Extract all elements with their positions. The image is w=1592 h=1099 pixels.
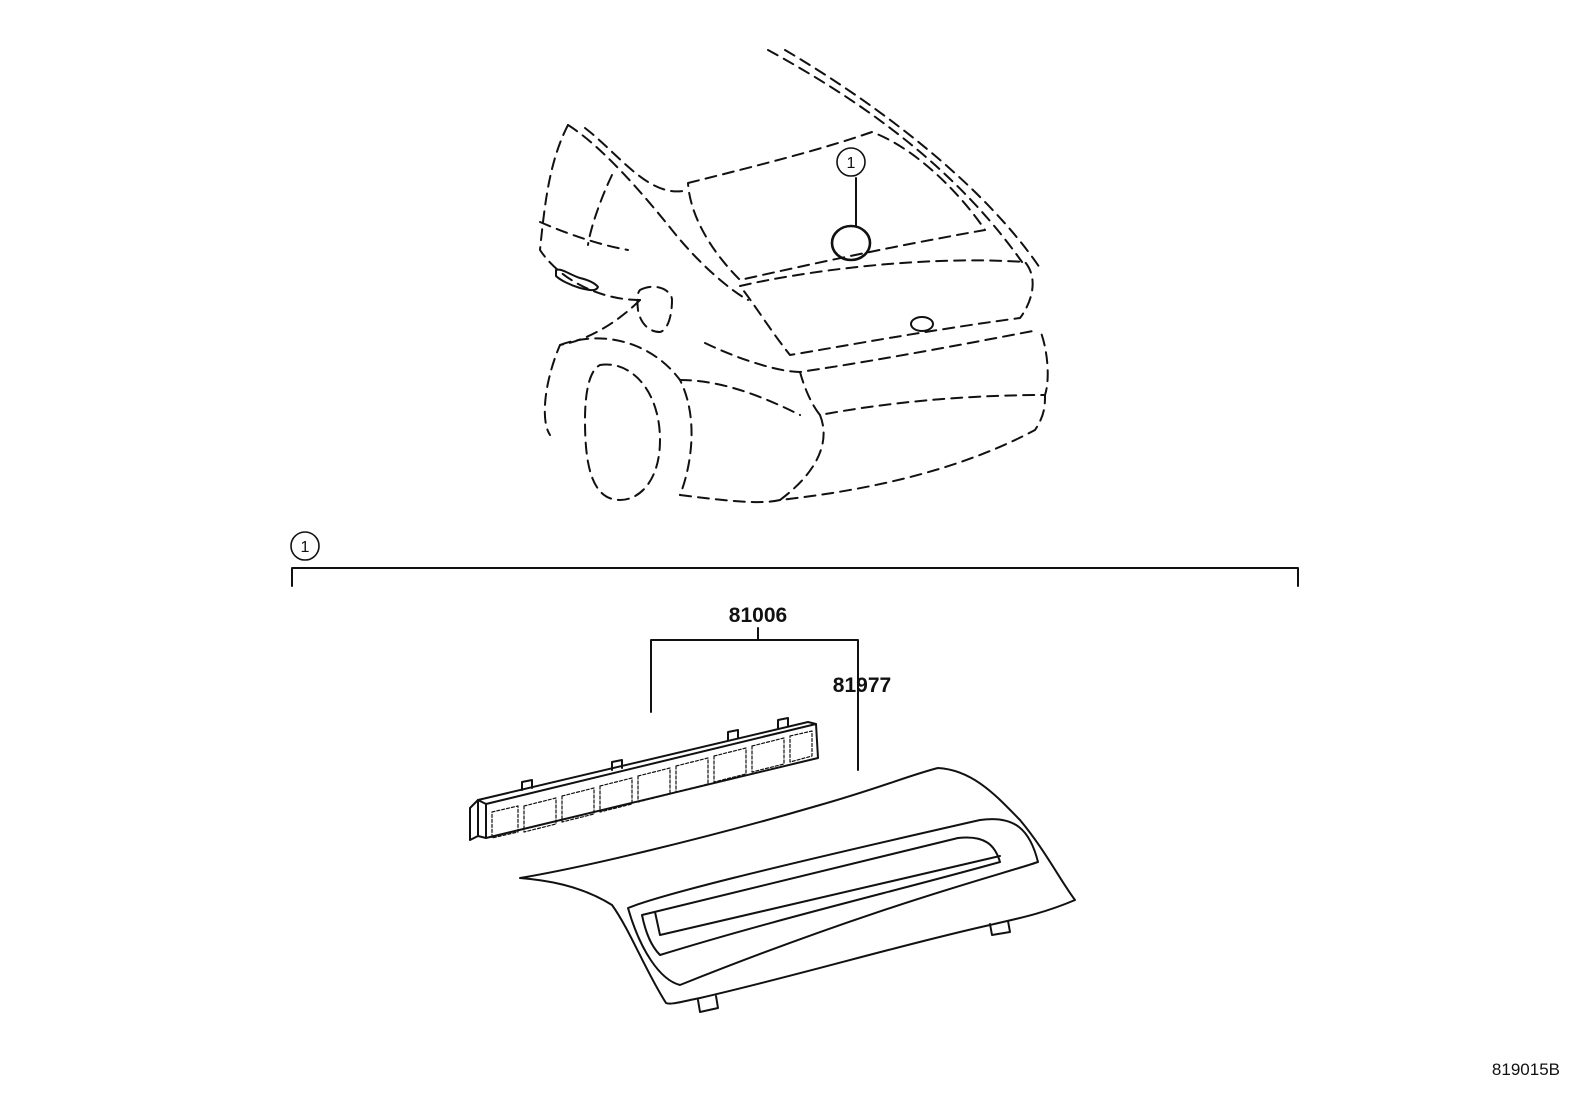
part-number-81977[interactable]: 81977	[833, 674, 891, 697]
callout-top-group: 1	[836, 147, 866, 177]
callout-section-number: 1	[301, 539, 310, 556]
part-leader-lines	[650, 627, 859, 771]
led-lamp-module	[469, 717, 819, 841]
callout-marker-top	[830, 177, 872, 262]
car-outline	[539, 49, 1049, 504]
part-number-81006[interactable]: 81006	[729, 604, 787, 627]
reference-code: 819015B	[1492, 1060, 1560, 1079]
emblem	[910, 316, 934, 332]
door-handle	[555, 268, 599, 292]
lamp-cover	[519, 767, 1076, 1013]
callout-top-number: 1	[847, 155, 856, 172]
section-bracket	[291, 567, 1299, 587]
callout-section-group: 1	[290, 531, 320, 561]
